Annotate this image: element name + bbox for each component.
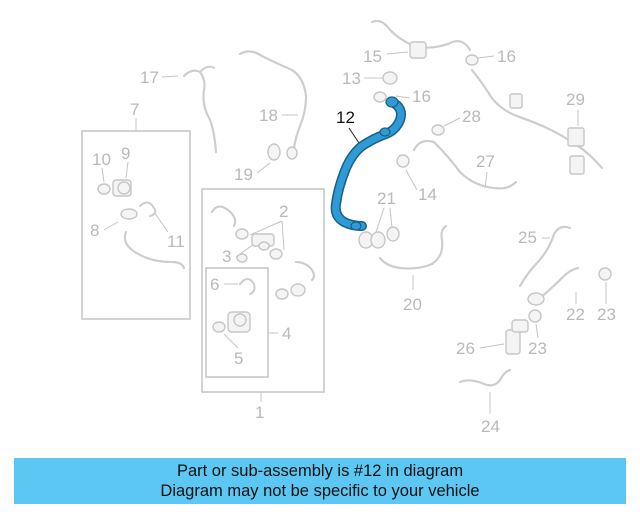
part-29-pipe (471, 69, 603, 175)
part-13-fitting (382, 71, 398, 85)
banner-line-2: Diagram may not be specific to your vehi… (160, 482, 480, 500)
callout-23b: 23 (528, 339, 547, 358)
callout-27: 27 (476, 152, 495, 171)
callout-17: 17 (140, 68, 159, 87)
part-23-clamp-right (598, 267, 612, 281)
info-banner: Part or sub-assembly is #12 in diagram D… (14, 458, 626, 504)
callout-7: 7 (130, 100, 139, 119)
callout-19: 19 (234, 165, 253, 184)
part-15-hose (371, 20, 471, 59)
part-12-hose-highlighted (330, 96, 406, 231)
part-27-pipe (413, 140, 517, 190)
callout-26: 26 (456, 339, 475, 358)
part-26-fitting (505, 319, 529, 355)
part-16-clamp-mid (373, 91, 387, 103)
callout-15: 15 (363, 47, 382, 66)
part-23-clamp-left (528, 309, 542, 323)
callout-24: 24 (481, 417, 500, 436)
banner-line-1: Part or sub-assembly is #12 in diagram (176, 462, 464, 480)
part-25-hose (519, 225, 571, 287)
part-17-hose (183, 65, 217, 153)
part-24-hose (459, 369, 511, 387)
callout-25: 25 (518, 228, 537, 247)
callout-18: 18 (259, 106, 278, 125)
part-14-clamp (396, 154, 410, 168)
callout-3: 3 (222, 247, 231, 266)
callout-2: 2 (279, 202, 288, 221)
part-20-21-assembly (358, 225, 447, 270)
callout-5: 5 (234, 349, 243, 368)
group-1-parts (211, 205, 315, 300)
callout-23a: 23 (597, 305, 616, 324)
part-18-hose (239, 50, 307, 160)
callout-4: 4 (282, 324, 291, 343)
callout-11: 11 (167, 232, 185, 251)
callout-13: 13 (342, 69, 361, 88)
callout-16b: 16 (412, 87, 431, 106)
part-19-oring (267, 143, 281, 161)
callout-10: 10 (92, 150, 111, 169)
callout-6: 6 (210, 275, 219, 294)
part-22-hose (527, 267, 579, 306)
callout-14: 14 (418, 185, 437, 204)
callout-1: 1 (255, 403, 264, 422)
group-4-parts (212, 278, 256, 333)
callout-29: 29 (566, 90, 585, 109)
part-28-oring (431, 124, 445, 136)
callout-22: 22 (566, 305, 585, 324)
group-box-1 (201, 188, 325, 393)
callout-12: 12 (336, 108, 355, 127)
callout-16a: 16 (497, 47, 516, 66)
callout-21: 21 (377, 189, 396, 208)
callout-28: 28 (462, 107, 481, 126)
callout-8: 8 (90, 221, 99, 240)
callout-20: 20 (403, 295, 422, 314)
callout-9: 9 (121, 144, 130, 163)
group-box-4 (205, 267, 269, 378)
part-16-clamp-top (465, 54, 479, 66)
group-7-parts (97, 179, 185, 269)
